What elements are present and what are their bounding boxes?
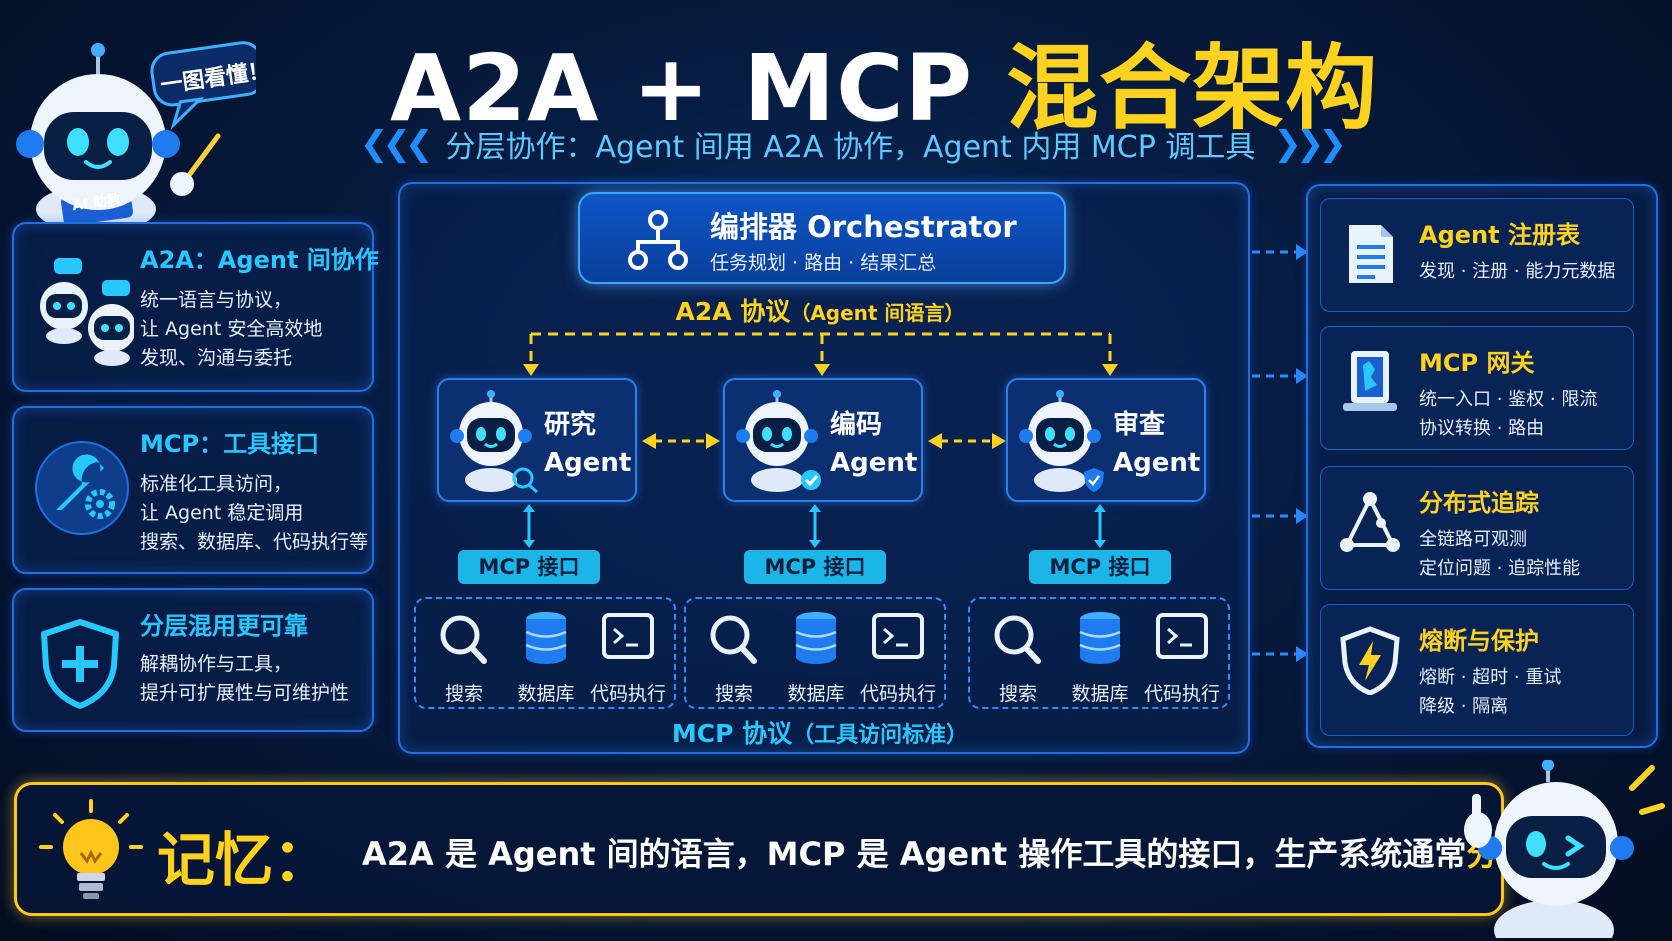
right-card-desc: 全链路可观测 定位问题 · 追踪性能 bbox=[1419, 529, 1581, 579]
right-card-desc: 统一入口 · 鉴权 · 限流 协议转换 · 路由 bbox=[1419, 389, 1598, 439]
chevrons-left-icon: ❮❮❮ bbox=[360, 124, 434, 164]
chevrons-right-icon: ❯❯❯ bbox=[1273, 124, 1347, 164]
a2a-protocol-label: A2A 协议（Agent 间语言） bbox=[675, 297, 965, 326]
subtitle-text: 分层协作：Agent 间用 A2A 协作，Agent 内用 MCP 调工具 bbox=[445, 130, 1256, 165]
chat-robots-icon bbox=[40, 258, 134, 366]
mcp-interface-badge: MCP 接口 bbox=[744, 550, 886, 584]
hierarchy-icon bbox=[628, 210, 688, 270]
database-icon bbox=[525, 612, 567, 664]
agent-name: 编码 Agent bbox=[830, 410, 918, 478]
right-card-title: 分布式追踪 bbox=[1419, 489, 1539, 517]
left-card-desc: 统一语言与协议， 让 Agent 安全高效地 发现、沟通与委托 bbox=[140, 289, 323, 369]
left-card-title: A2A：Agent 间协作 bbox=[140, 246, 379, 274]
tool-database: 数据库 bbox=[1058, 607, 1142, 705]
tool-code-exec: 代码执行 bbox=[1140, 607, 1224, 705]
agent-name: 审查 Agent bbox=[1113, 410, 1201, 478]
right-card-desc: 熔断 · 超时 · 重试 降级 · 隔离 bbox=[1419, 667, 1562, 717]
toolbox-review: 搜索 数据库 代码执行 bbox=[968, 597, 1230, 709]
page-title: A2A + MCP 混合架构 bbox=[390, 14, 1377, 142]
mcp-interface-badge: MCP 接口 bbox=[1029, 550, 1171, 584]
memory-label: 记忆： bbox=[157, 826, 332, 894]
left-card-title: MCP：工具接口 bbox=[140, 430, 320, 458]
agent-review: 审查 Agent bbox=[1006, 378, 1206, 502]
memory-banner: 记忆： A2A 是 Agent 间的语言，MCP 是 Agent 操作工具的接口… bbox=[14, 782, 1626, 916]
orchestrator-subtitle: 任务规划 · 路由 · 结果汇总 bbox=[710, 252, 937, 274]
title-main: A2A + MCP bbox=[390, 35, 1007, 142]
mcp-protocol-label: MCP 协议（工具访问标准） bbox=[671, 719, 969, 748]
right-card-tracing: 分布式追踪 全链路可观测 定位问题 · 追踪性能 bbox=[1320, 466, 1634, 590]
shield-plus-icon bbox=[41, 619, 119, 709]
wrench-gear-icon bbox=[35, 441, 129, 535]
magnifier-icon bbox=[710, 615, 757, 664]
robot-search-icon bbox=[450, 390, 538, 494]
orchestrator-title: 编排器 Orchestrator bbox=[710, 210, 1017, 244]
terminal-icon bbox=[602, 613, 654, 659]
database-icon bbox=[1079, 612, 1121, 664]
database-icon bbox=[795, 612, 837, 664]
agent-coding: 编码 Agent bbox=[723, 378, 923, 502]
left-card-desc: 标准化工具访问， 让 Agent 稳定调用 搜索、数据库、代码执行等 bbox=[140, 473, 369, 553]
terminal-icon bbox=[1156, 613, 1208, 659]
right-card-gateway: MCP 网关 统一入口 · 鉴权 · 限流 协议转换 · 路由 bbox=[1320, 326, 1634, 450]
toolbox-research: 搜索 数据库 代码执行 bbox=[414, 597, 676, 709]
right-card-title: 熔断与保护 bbox=[1419, 627, 1539, 655]
robot-check-icon bbox=[736, 390, 821, 492]
network-triangle-icon bbox=[1340, 492, 1400, 552]
title-highlight: 混合架构 bbox=[1006, 35, 1379, 142]
robot-wink-mascot-icon bbox=[1464, 760, 1665, 938]
tool-search: 搜索 bbox=[976, 607, 1060, 705]
gateway-icon bbox=[1343, 351, 1397, 411]
tool-database: 数据库 bbox=[774, 607, 858, 705]
right-card-desc: 发现 · 注册 · 能力元数据 bbox=[1419, 261, 1616, 282]
left-card-mcp: MCP：工具接口 标准化工具访问， 让 Agent 稳定调用 搜索、数据库、代码… bbox=[12, 406, 374, 574]
robot-shield-icon bbox=[1019, 390, 1104, 492]
robot-mascot-icon bbox=[16, 41, 265, 233]
document-list-icon bbox=[1349, 225, 1393, 283]
magnifier-icon bbox=[994, 615, 1041, 664]
orchestrator-box: 编排器 Orchestrator 任务规划 · 路由 · 结果汇总 bbox=[578, 192, 1066, 284]
tool-search: 搜索 bbox=[422, 607, 506, 705]
tool-database: 数据库 bbox=[504, 607, 588, 705]
toolbox-coding: 搜索 数据库 代码执行 bbox=[684, 597, 946, 709]
tool-code-exec: 代码执行 bbox=[856, 607, 940, 705]
mascot-top: 一图看懂！ AI 助教 bbox=[6, 24, 272, 233]
right-card-registry: Agent 注册表 发现 · 注册 · 能力元数据 bbox=[1320, 198, 1634, 312]
right-card-title: Agent 注册表 bbox=[1419, 221, 1580, 249]
right-card-circuit-breaker: 熔断与保护 熔断 · 超时 · 重试 降级 · 隔离 bbox=[1320, 604, 1634, 736]
tool-code-exec: 代码执行 bbox=[586, 607, 670, 705]
left-card-layered: 分层混用更可靠 解耦协作与工具， 提升可扩展性与可维护性 bbox=[12, 588, 374, 732]
tool-search: 搜索 bbox=[692, 607, 776, 705]
memory-text: A2A 是 Agent 间的语言，MCP 是 Agent 操作工具的接口，生产系… bbox=[362, 835, 1626, 873]
lightbulb-icon bbox=[39, 799, 143, 899]
left-card-a2a: A2A：Agent 间协作 统一语言与协议， 让 Agent 安全高效地 发现、… bbox=[12, 222, 379, 392]
mcp-interface-badge: MCP 接口 bbox=[458, 550, 600, 584]
right-card-title: MCP 网关 bbox=[1419, 349, 1535, 377]
right-panel: Agent 注册表 发现 · 注册 · 能力元数据 MCP 网关 统一入口 · … bbox=[1306, 184, 1658, 748]
terminal-icon bbox=[872, 613, 924, 659]
agent-name: 研究 Agent bbox=[544, 410, 632, 478]
agent-research: 研究 Agent bbox=[437, 378, 637, 502]
shield-bolt-icon bbox=[1340, 626, 1400, 695]
left-card-desc: 解耦协作与工具， 提升可扩展性与可维护性 bbox=[140, 653, 350, 704]
magnifier-icon bbox=[440, 615, 487, 664]
page-subtitle: ❮❮❮ 分层协作：Agent 间用 A2A 协作，Agent 内用 MCP 调工… bbox=[360, 122, 1360, 166]
left-card-title: 分层混用更可靠 bbox=[140, 612, 308, 640]
